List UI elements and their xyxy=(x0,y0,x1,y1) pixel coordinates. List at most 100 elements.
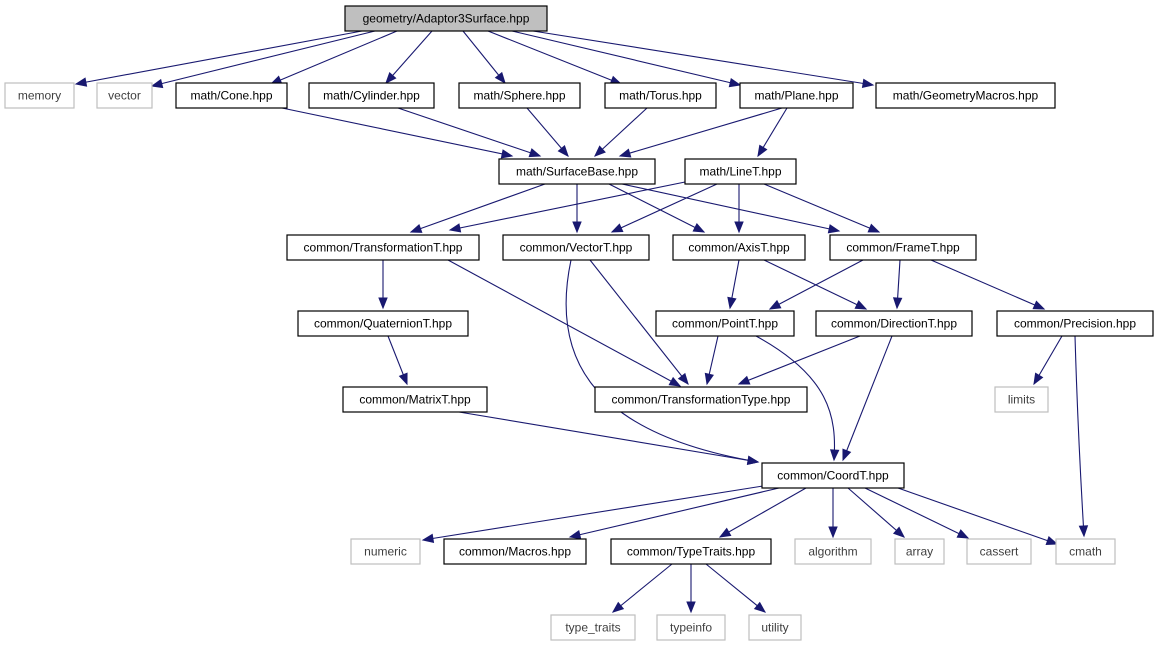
arrowhead xyxy=(753,601,767,613)
edge-surfacebase-to-framet xyxy=(621,183,841,234)
arrowhead xyxy=(1045,536,1059,545)
arrowhead xyxy=(528,148,542,158)
node-label: algorithm xyxy=(808,545,857,559)
node-surfacebase[interactable]: math/SurfaceBase.hpp xyxy=(498,158,656,185)
edge-line xyxy=(532,30,874,86)
node-box xyxy=(994,386,1049,413)
edge-surfacebase-to-transformationt xyxy=(409,183,546,233)
edge-typetraits-to-type_traits xyxy=(611,563,673,613)
node-quaterniont[interactable]: common/QuaternionT.hpp xyxy=(297,310,469,337)
node-adaptor3surface[interactable]: geometry/Adaptor3Surface.hpp xyxy=(344,5,548,32)
edge-line xyxy=(422,485,764,541)
edge-line xyxy=(569,487,780,538)
edge-cone-to-surfacebase xyxy=(281,107,514,159)
node-label: math/SurfaceBase.hpp xyxy=(516,165,638,179)
edge-adaptor3surface-to-cylinder xyxy=(385,30,433,85)
node-coordt[interactable]: common/CoordT.hpp xyxy=(761,462,905,489)
edge-line xyxy=(462,30,506,84)
arrowhead xyxy=(746,455,760,465)
edge-transformationt-to-quaterniont xyxy=(378,260,388,310)
edge-line xyxy=(719,487,807,538)
edge-adaptor3surface-to-memory xyxy=(74,30,363,87)
edge-line xyxy=(612,563,673,613)
node-geometrymacros[interactable]: math/GeometryMacros.hpp xyxy=(875,82,1056,109)
edge-framet-to-precision xyxy=(930,259,1046,310)
edge-coordt-to-typetraits xyxy=(718,487,807,538)
node-label: memory xyxy=(18,89,61,103)
edge-line xyxy=(611,183,718,233)
arrowhead xyxy=(74,77,88,87)
node-cmath: cmath xyxy=(1055,538,1116,565)
arrowhead xyxy=(378,297,388,310)
edge-adaptor3surface-to-torus xyxy=(487,30,623,85)
edge-line xyxy=(621,183,840,232)
edge-directiont-to-transformationtype xyxy=(737,335,861,385)
node-axist[interactable]: common/AxisT.hpp xyxy=(672,234,806,261)
edge-line xyxy=(1074,335,1085,537)
edge-precision-to-limits xyxy=(1033,335,1063,386)
node-label: numeric xyxy=(364,545,407,559)
node-torus[interactable]: math/Torus.hpp xyxy=(604,82,717,109)
node-sphere[interactable]: math/Sphere.hpp xyxy=(458,82,581,109)
node-vectort[interactable]: common/VectorT.hpp xyxy=(502,234,650,261)
node-cone[interactable]: math/Cone.hpp xyxy=(175,82,288,109)
node-framet[interactable]: common/FrameT.hpp xyxy=(829,234,977,261)
arrowhead xyxy=(737,375,751,385)
edge-line xyxy=(594,107,648,157)
node-matrixt[interactable]: common/MatrixT.hpp xyxy=(342,386,488,413)
edge-matrixt-to-coordt xyxy=(458,411,760,465)
edge-line xyxy=(487,30,622,85)
node-label: math/LineT.hpp xyxy=(699,165,781,179)
edge-line xyxy=(847,487,905,538)
node-macros[interactable]: common/Macros.hpp xyxy=(443,538,587,565)
node-transformationt[interactable]: common/TransformationT.hpp xyxy=(286,234,480,261)
edge-linet-to-transformationt xyxy=(448,180,691,233)
node-box xyxy=(875,82,1056,109)
edge-line xyxy=(705,563,766,613)
arrowhead xyxy=(861,78,875,89)
edge-line xyxy=(565,259,759,463)
edge-line xyxy=(842,335,893,461)
node-box xyxy=(1055,538,1116,565)
node-box xyxy=(344,5,548,32)
node-label: common/Precision.hpp xyxy=(1014,317,1136,331)
node-cylinder[interactable]: math/Cylinder.hpp xyxy=(308,82,435,109)
node-box xyxy=(739,82,854,109)
node-label: math/Sphere.hpp xyxy=(473,89,565,103)
edge-framet-to-pointt xyxy=(768,259,864,310)
node-box xyxy=(502,234,650,261)
node-label: common/AxisT.hpp xyxy=(688,241,790,255)
arrowhead xyxy=(618,148,632,158)
node-box xyxy=(815,310,973,337)
node-box xyxy=(443,538,587,565)
node-label: common/TransformationType.hpp xyxy=(612,393,791,407)
edge-line xyxy=(619,107,783,157)
node-linet[interactable]: math/LineT.hpp xyxy=(684,158,797,185)
edge-surfacebase-to-vectort xyxy=(572,184,582,234)
node-label: common/PointT.hpp xyxy=(672,317,778,331)
node-directiont[interactable]: common/DirectionT.hpp xyxy=(815,310,973,337)
edge-coordt-to-array xyxy=(847,487,906,538)
edge-vectort-to-transformationtype xyxy=(589,259,689,386)
node-typetraits[interactable]: common/TypeTraits.hpp xyxy=(610,538,772,565)
arrowhead xyxy=(718,527,732,538)
arrowhead xyxy=(611,601,625,613)
edge-coordt-to-algorithm xyxy=(828,488,838,539)
node-box xyxy=(610,538,772,565)
arrowhead xyxy=(757,144,768,158)
node-label: common/CoordT.hpp xyxy=(777,469,889,483)
node-numeric: numeric xyxy=(350,538,421,565)
node-label: cmath xyxy=(1069,545,1102,559)
node-box xyxy=(297,310,469,337)
node-pointt[interactable]: common/PointT.hpp xyxy=(655,310,795,337)
edge-line xyxy=(763,259,867,310)
edge-quaterniont-to-matrixt xyxy=(387,335,408,386)
node-array: array xyxy=(894,538,945,565)
arrowhead xyxy=(494,71,506,85)
node-transformationtype[interactable]: common/TransformationType.hpp xyxy=(594,386,808,413)
node-precision[interactable]: common/Precision.hpp xyxy=(996,310,1154,337)
node-plane[interactable]: math/Plane.hpp xyxy=(739,82,854,109)
edge-transformationt-to-transformationtype xyxy=(447,259,682,387)
